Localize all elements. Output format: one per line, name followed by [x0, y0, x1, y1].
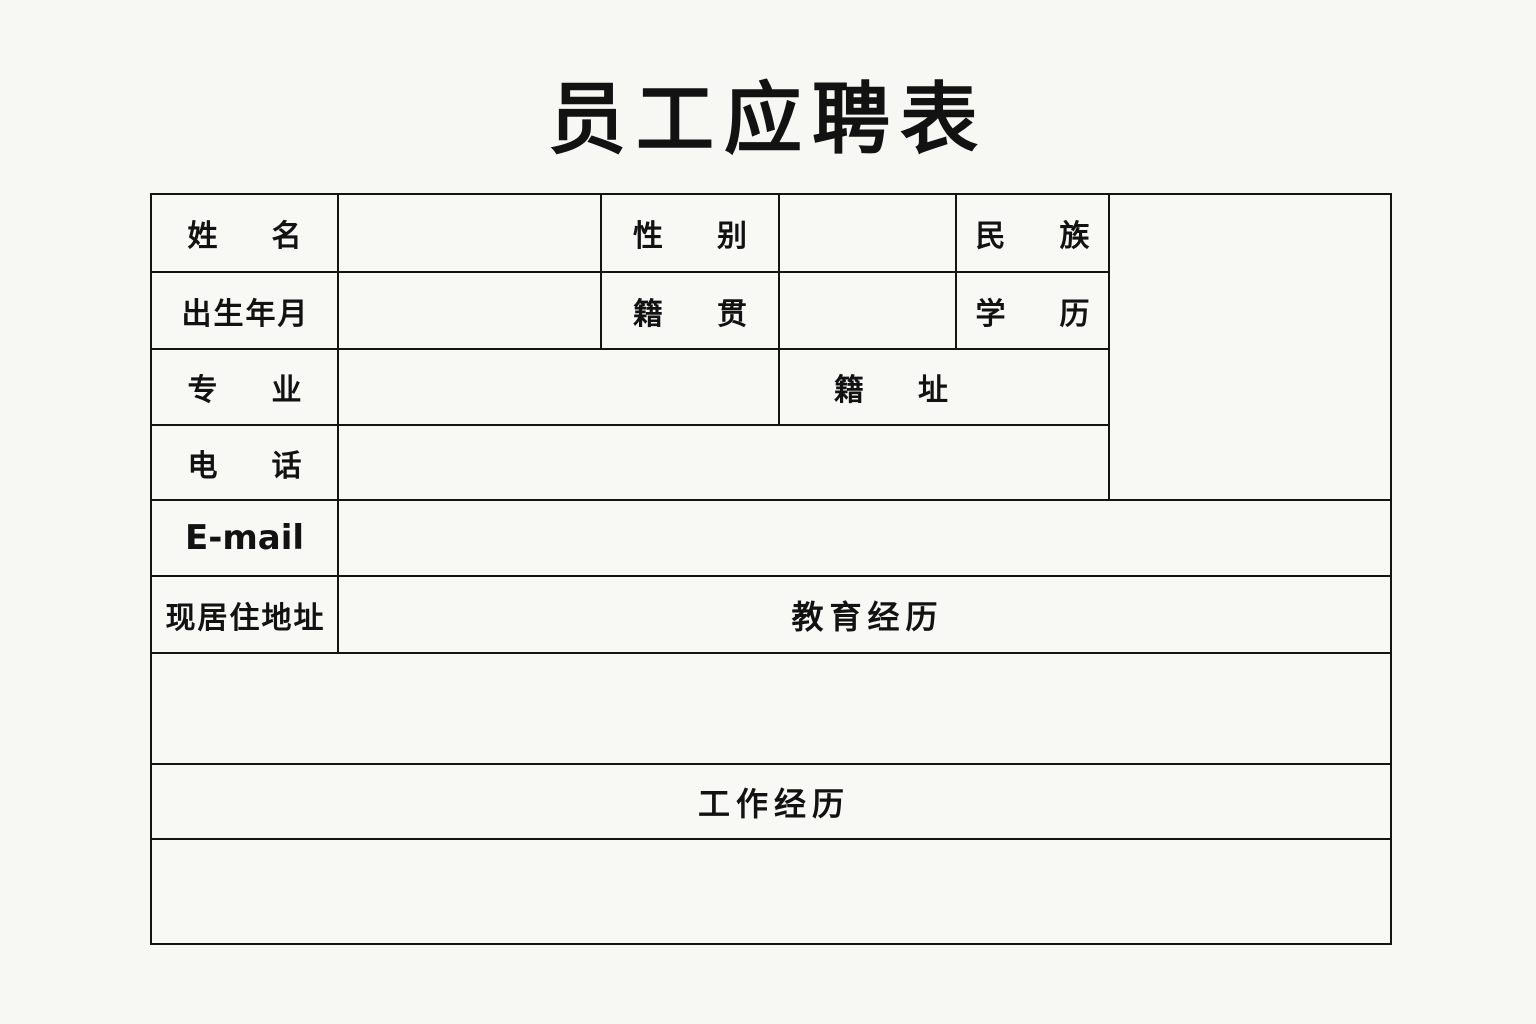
application-form-table: 姓 名 性 别 民 族 出生年月 籍 贯 学 历 专 业 籍 址	[150, 193, 1392, 945]
value-native-place[interactable]	[778, 271, 957, 350]
table-row-major: 专 业 籍 址	[150, 348, 1391, 426]
label-gender: 性 别	[600, 193, 780, 273]
label-address: 籍 址	[778, 348, 1110, 426]
label-major: 专 业	[150, 348, 339, 426]
table-row-birth: 出生年月 籍 贯 学 历	[150, 271, 1391, 350]
table-row-email: E-mail	[150, 499, 1392, 577]
label-email: E-mail	[150, 499, 339, 577]
table-row-work-header: 工作经历	[150, 763, 1392, 840]
label-birth-date: 出生年月	[150, 271, 339, 350]
label-ethnicity: 民 族	[955, 193, 1110, 273]
value-name[interactable]	[337, 193, 602, 273]
table-row-phone: 电 话	[150, 424, 1391, 501]
value-email[interactable]	[337, 499, 1392, 577]
section-header-education-history: 教育经历	[337, 575, 1392, 654]
label-native-place: 籍 贯	[600, 271, 780, 350]
table-row-name: 姓 名 性 别 民 族	[150, 193, 1392, 501]
value-birth-date[interactable]	[337, 271, 602, 350]
table-row-work-body	[150, 838, 1392, 945]
education-history-body[interactable]	[150, 652, 1392, 765]
label-name: 姓 名	[150, 193, 339, 273]
table-row-current-address: 现居住地址 教育经历	[150, 575, 1392, 654]
value-gender[interactable]	[778, 193, 957, 273]
label-current-address: 现居住地址	[150, 575, 339, 654]
value-phone[interactable]	[337, 424, 1110, 501]
photo-placeholder-cell[interactable]	[1108, 193, 1392, 501]
page-title: 员工应聘表	[547, 75, 988, 165]
label-education-level: 学 历	[955, 271, 1110, 350]
label-phone: 电 话	[150, 424, 339, 501]
table-row-education-body	[150, 652, 1392, 765]
work-history-body[interactable]	[150, 838, 1392, 945]
value-major[interactable]	[337, 348, 780, 426]
section-header-work-history: 工作经历	[150, 763, 1392, 840]
